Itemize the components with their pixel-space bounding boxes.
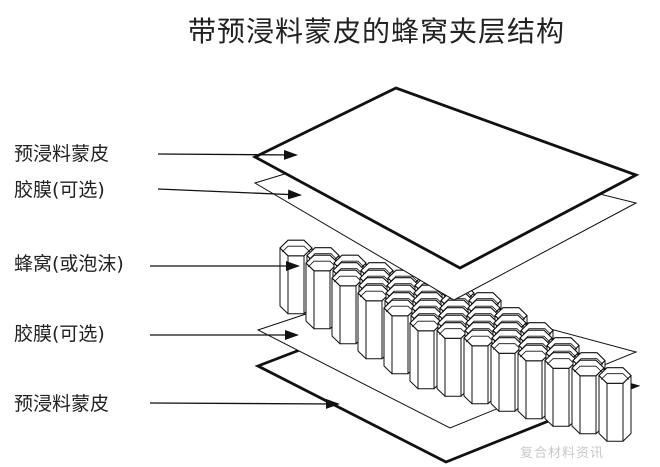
honeycomb-cell-wall xyxy=(383,307,393,375)
honeycomb-cell-inner-edge xyxy=(492,343,522,350)
honeycomb-cell-wall xyxy=(571,367,581,435)
honeycomb-cell-wall xyxy=(313,270,331,330)
honeycomb-cell-wall xyxy=(391,315,409,375)
label-top-adhesive-film: 胶膜(可选) xyxy=(14,179,105,201)
honeycomb-cell-top xyxy=(409,314,443,332)
honeycomb-cell xyxy=(544,352,578,427)
honeycomb-cell-wall xyxy=(287,255,305,315)
honeycomb-cell-wall xyxy=(471,345,489,405)
honeycomb-cell-inner-edge xyxy=(600,373,630,380)
honeycomb-cell-inner-edge xyxy=(411,320,441,328)
honeycomb-cell-inner-edge xyxy=(385,305,415,313)
honeycomb-cell-wall xyxy=(498,352,516,412)
honeycomb-cell-inner-edge xyxy=(438,328,468,335)
label-bottom-prepreg-skin: 预浸料蒙皮 xyxy=(14,393,110,415)
honeycomb-cell-wall xyxy=(525,360,543,420)
honeycomb-cell-top xyxy=(305,254,339,272)
honeycomb-cell-top xyxy=(544,352,578,369)
honeycomb-cell-top xyxy=(490,337,524,354)
honeycomb-cell-inner-edge xyxy=(307,260,337,268)
honeycomb-cell-wall xyxy=(444,337,462,397)
honeycomb-core xyxy=(279,239,632,442)
honeycomb-cell xyxy=(331,269,365,345)
honeycomb-cell-wall xyxy=(436,330,446,397)
leader-arrow-top-film xyxy=(157,188,302,200)
honeycomb-cell-wall xyxy=(339,285,357,345)
honeycomb-cell-top xyxy=(331,269,365,287)
honeycomb-cell-wall xyxy=(517,352,527,420)
honeycomb-cell-wall xyxy=(544,360,554,427)
honeycomb-cell-top xyxy=(357,284,391,302)
leader-arrow-top-skin xyxy=(157,149,298,160)
top-prepreg-skin-sheet xyxy=(251,86,640,270)
label-honeycomb-core: 蜂窝(或泡沫) xyxy=(14,253,124,275)
honeycomb-cell-top xyxy=(517,344,551,362)
honeycomb-cell-wall xyxy=(598,375,608,442)
honeycomb-cell-wall xyxy=(552,367,570,427)
honeycomb-cell-wall xyxy=(331,277,341,345)
honeycomb-cell-top xyxy=(436,322,470,339)
honeycomb-cell-top xyxy=(279,239,313,257)
watermark-text: 复合材料资讯 xyxy=(520,446,605,461)
honeycomb-cell-wall xyxy=(365,300,383,360)
honeycomb-cell-wall xyxy=(622,375,632,442)
honeycomb-cell xyxy=(383,299,417,375)
honeycomb-cell xyxy=(598,367,632,442)
honeycomb-cell-wall xyxy=(579,375,597,435)
honeycomb-cell-inner-edge xyxy=(281,245,311,253)
honeycomb-cell-inner-edge xyxy=(546,358,576,365)
honeycomb-cell-top xyxy=(463,329,497,347)
honeycomb-cell-wall xyxy=(490,345,500,412)
honeycomb-cell-inner-edge xyxy=(465,335,495,343)
honeycomb-cell-inner-edge xyxy=(573,365,603,373)
honeycomb-cell-inner-edge xyxy=(519,350,549,358)
honeycomb-cell-inner-edge xyxy=(333,275,363,283)
honeycomb-cell-wall xyxy=(463,337,473,405)
diagram-title: 带预浸料蒙皮的蜂窝夹层结构 xyxy=(188,15,566,48)
honeycomb-cell-wall xyxy=(357,292,367,360)
label-top-prepreg-skin: 预浸料蒙皮 xyxy=(14,143,110,165)
honeycomb-cell xyxy=(357,284,391,360)
honeycomb-cell-wall xyxy=(606,382,624,442)
honeycomb-cell-top xyxy=(598,367,632,384)
honeycomb-cell-wall xyxy=(409,322,419,390)
honeycomb-cell-wall xyxy=(417,330,435,390)
leader-arrow-bottom-skin xyxy=(149,398,340,409)
label-bottom-adhesive-film: 胶膜(可选) xyxy=(14,323,105,345)
honeycomb-cell-wall xyxy=(279,247,289,315)
honeycomb-cell-top xyxy=(383,299,417,317)
honeycomb-cell-inner-edge xyxy=(359,290,389,298)
honeycomb-cell-wall xyxy=(305,262,315,330)
honeycomb-cell-top xyxy=(571,359,605,377)
